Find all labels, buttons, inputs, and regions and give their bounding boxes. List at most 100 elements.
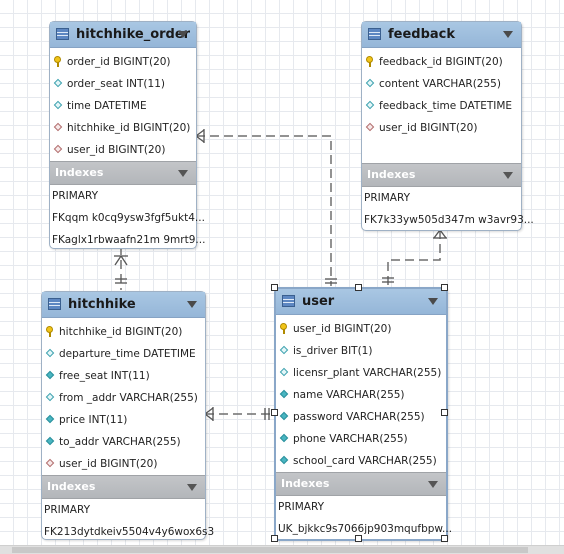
one-mark-hitchhike-top xyxy=(115,278,127,284)
column-row[interactable]: password VARCHAR(255) xyxy=(276,406,446,428)
indexes-header[interactable]: Indexes xyxy=(50,161,196,185)
nn-column-icon xyxy=(45,414,55,424)
column-row[interactable]: free_seat INT(11) xyxy=(42,365,205,387)
column-icon xyxy=(365,100,375,110)
collapse-arrow-icon[interactable] xyxy=(428,298,438,305)
column-icon xyxy=(45,392,55,402)
entity-feedback[interactable]: feedback feedback_id BIGINT(20) content … xyxy=(361,21,534,231)
column-row[interactable]: hitchhike_id BIGINT(20) xyxy=(50,117,196,139)
collapse-arrow-icon[interactable] xyxy=(187,484,197,491)
entity-header[interactable]: feedback xyxy=(362,22,521,48)
crow-foot-order-end xyxy=(195,129,205,143)
column-row[interactable]: phone VARCHAR(255) xyxy=(276,428,446,450)
nn-column-icon xyxy=(279,433,289,443)
column-icon xyxy=(279,345,289,355)
resize-handle[interactable] xyxy=(271,284,278,291)
column-row[interactable]: user_id BIGINT(20) xyxy=(276,318,446,340)
column-icon xyxy=(53,78,63,88)
resize-handle[interactable] xyxy=(355,284,362,291)
foreign-key-icon xyxy=(53,144,63,154)
collapse-arrow-icon[interactable] xyxy=(178,31,188,38)
column-icon xyxy=(279,367,289,377)
entity-title: hitchhike_order xyxy=(76,27,191,42)
column-row[interactable]: user_id BIGINT(20) xyxy=(50,139,196,161)
collapse-arrow-icon[interactable] xyxy=(503,172,513,179)
index-row[interactable]: PRIMARY xyxy=(52,190,99,202)
table-icon xyxy=(368,28,381,40)
foreign-key-icon xyxy=(45,458,55,468)
indexes-header[interactable]: Indexes xyxy=(362,163,521,187)
horizontal-scrollbar[interactable] xyxy=(0,545,564,554)
column-row[interactable]: price INT(11) xyxy=(42,409,205,431)
column-icon xyxy=(45,348,55,358)
collapse-arrow-icon[interactable] xyxy=(503,31,513,38)
index-row[interactable]: PRIMARY xyxy=(278,501,325,513)
entity-user[interactable]: user user_id BIGINT(20) is_driver BIT(1)… xyxy=(274,287,453,541)
nn-column-icon xyxy=(279,389,289,399)
entity-header[interactable]: hitchhike xyxy=(42,292,205,318)
entity-title: hitchhike xyxy=(68,297,136,312)
index-row[interactable]: PRIMARY xyxy=(364,192,411,204)
column-row[interactable]: from _addr VARCHAR(255) xyxy=(42,387,205,409)
entity-title: feedback xyxy=(388,27,456,42)
resize-handle[interactable] xyxy=(271,535,278,542)
table-icon xyxy=(282,295,295,307)
indexes-header[interactable]: Indexes xyxy=(276,472,446,496)
column-icon xyxy=(53,100,63,110)
resize-handle[interactable] xyxy=(441,409,448,416)
primary-key-icon xyxy=(366,56,373,67)
primary-key-icon xyxy=(46,326,53,337)
column-row[interactable]: user_id BIGINT(20) xyxy=(362,117,521,139)
column-row[interactable]: feedback_time DATETIME xyxy=(362,95,521,117)
relation-feedback-user xyxy=(387,230,441,286)
foreign-key-icon xyxy=(53,122,63,132)
resize-handle[interactable] xyxy=(355,535,362,542)
collapse-arrow-icon[interactable] xyxy=(178,170,188,177)
column-row[interactable]: to_addr VARCHAR(255) xyxy=(42,431,205,453)
column-row[interactable]: hitchhike_id BIGINT(20) xyxy=(42,321,205,343)
column-row[interactable]: feedback_id BIGINT(20) xyxy=(362,51,521,73)
entity-header[interactable]: hitchhike_order xyxy=(50,22,196,48)
index-row[interactable]: FKaglx1rbwaafn21m 9mrt9... xyxy=(52,234,206,246)
primary-key-icon xyxy=(280,323,287,334)
crow-foot-order-bottom xyxy=(114,255,128,266)
column-row[interactable]: content VARCHAR(255) xyxy=(362,73,521,95)
column-row[interactable]: order_id BIGINT(20) xyxy=(50,51,196,73)
index-row[interactable]: UK_bjkkc9s7066jp903mqufbpw... xyxy=(278,523,453,535)
column-icon xyxy=(365,78,375,88)
index-row[interactable]: FK7k33yw505d347m w3avr93... xyxy=(364,214,534,226)
column-row[interactable]: order_seat INT(11) xyxy=(50,73,196,95)
crow-foot-feedback-end xyxy=(433,229,447,239)
one-mark-user-top xyxy=(325,278,337,284)
primary-key-icon xyxy=(54,56,61,67)
column-row[interactable]: licensr_plant VARCHAR(255) xyxy=(276,362,446,384)
collapse-arrow-icon[interactable] xyxy=(428,481,438,488)
indexes-header[interactable]: Indexes xyxy=(42,475,205,499)
table-icon xyxy=(48,298,61,310)
column-row[interactable]: time DATETIME xyxy=(50,95,196,117)
column-row[interactable]: name VARCHAR(255) xyxy=(276,384,446,406)
foreign-key-icon xyxy=(365,122,375,132)
column-row[interactable]: school_card VARCHAR(255) xyxy=(276,450,446,472)
nn-column-icon xyxy=(45,370,55,380)
one-mark-user-top-right xyxy=(382,277,394,283)
nn-column-icon xyxy=(279,411,289,421)
column-row[interactable]: is_driver BIT(1) xyxy=(276,340,446,362)
scrollbar-thumb[interactable] xyxy=(12,547,528,553)
column-row[interactable]: departure_time DATETIME xyxy=(42,343,205,365)
index-row[interactable]: PRIMARY xyxy=(44,504,91,516)
resize-handle[interactable] xyxy=(271,409,278,416)
one-mark-user-left xyxy=(264,408,270,420)
resize-handle[interactable] xyxy=(441,284,448,291)
entity-hitchhike-order[interactable]: hitchhike_order order_id BIGINT(20) orde… xyxy=(49,21,206,249)
crow-foot-hitchhike-end xyxy=(204,407,214,421)
nn-column-icon xyxy=(279,455,289,465)
column-row[interactable]: user_id BIGINT(20) xyxy=(42,453,205,475)
resize-handle[interactable] xyxy=(441,535,448,542)
index-row[interactable]: FKqqm k0cq9ysw3fgf5ukt4... xyxy=(52,212,205,224)
entity-hitchhike[interactable]: hitchhike hitchhike_id BIGINT(20) depart… xyxy=(41,291,215,540)
index-row[interactable]: FK213dytdkeiv5504v4y6wox6s3 xyxy=(44,526,215,538)
entity-header[interactable]: user xyxy=(276,289,446,315)
collapse-arrow-icon[interactable] xyxy=(187,301,197,308)
